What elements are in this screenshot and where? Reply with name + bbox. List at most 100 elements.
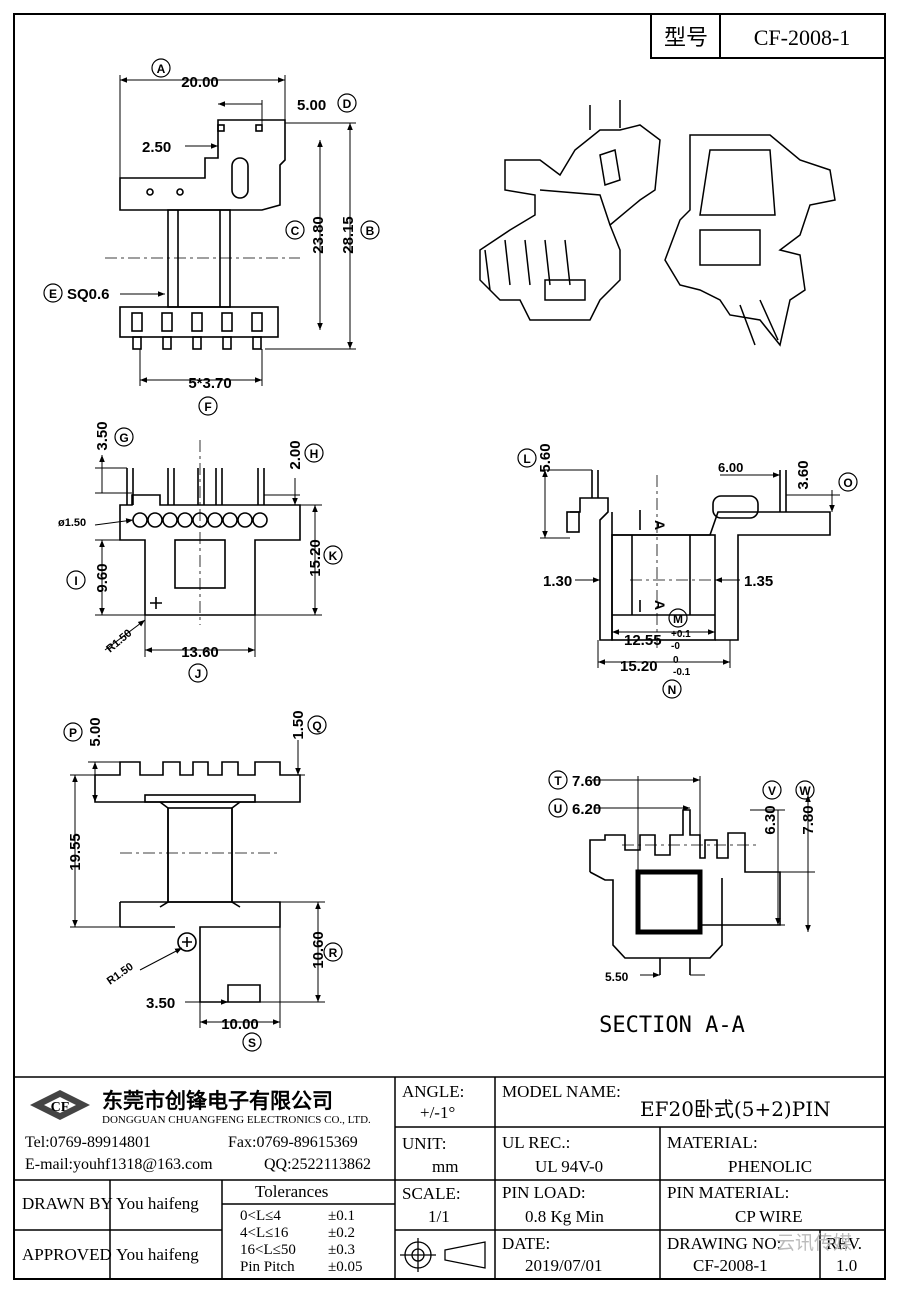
side-view: [119, 440, 301, 625]
rev-label: REV.: [826, 1234, 863, 1253]
pin-load-value: 0.8 Kg Min: [525, 1207, 604, 1226]
sheet-border: [13, 13, 886, 1280]
dim-R-letter: R: [329, 946, 338, 960]
tolerance-row: Pin Pitch±0.05: [240, 1259, 362, 1276]
scale-value: 1/1: [428, 1207, 450, 1226]
dim-19-55: 19.55: [67, 833, 84, 871]
dim-U-letter: U: [554, 802, 563, 816]
dim-O-value: 3.60: [795, 460, 812, 489]
dim-hole-value: ø1.50: [58, 517, 86, 529]
dim-U-value: 6.20: [572, 801, 601, 818]
tolerance-row: 0<L≤4 ±0.1: [240, 1208, 362, 1225]
section-mark-bottom: A: [652, 600, 668, 610]
dim-C-letter: C: [291, 224, 300, 238]
tolerance-value: ±0.3: [328, 1242, 355, 1258]
dim-T-letter: T: [554, 774, 562, 788]
rev-value: 1.0: [836, 1256, 858, 1275]
projection-symbol: [400, 1238, 486, 1272]
dim-Q-letter: Q: [312, 719, 321, 733]
dim-E-letter: E: [49, 287, 57, 301]
tolerance-value: ±0.1: [328, 1208, 355, 1224]
drawing-no-label: DRAWING NO:: [667, 1234, 782, 1253]
drawn-by-label: DRAWN BY: [22, 1194, 113, 1213]
dim-1-30: 1.30: [543, 573, 572, 590]
dim-L-value: 5.60: [537, 443, 554, 472]
dim-M-value: 12.55: [624, 632, 662, 649]
date-value: 2019/07/01: [525, 1256, 603, 1275]
dim-N-letter: N: [668, 683, 677, 697]
bottom-view-dimensions: [70, 740, 325, 1028]
end-view-labels: L 5.60 6.00 3.60 O A A 1.30 1.35 M 12.55…: [517, 443, 858, 699]
tolerance-range: Pin Pitch: [240, 1259, 295, 1275]
dim-D-value: 5.00: [297, 97, 326, 114]
dim-L-letter: L: [523, 452, 530, 466]
tel: Tel:0769-89914801: [25, 1134, 151, 1151]
dim-G-value: 3.50: [94, 421, 111, 450]
material-value: PHENOLIC: [728, 1157, 813, 1176]
tolerance-list: 0<L≤4±0.1 4<L≤16±0.2 16<L≤50±0.3 Pin Pit…: [240, 1208, 362, 1276]
approved-label: APPROVED: [22, 1245, 112, 1264]
dim-S-value: 10.00: [221, 1016, 259, 1033]
dim-V-letter: V: [768, 784, 776, 798]
dim-J-letter: J: [195, 667, 202, 681]
dim-J-value: 13.60: [181, 644, 219, 661]
side-view-dimensions: [94, 455, 322, 657]
unit-label: UNIT:: [402, 1134, 447, 1153]
dim-P-value: 5.00: [87, 717, 104, 746]
approved-value: You haifeng: [116, 1245, 199, 1264]
dim-G-letter: G: [119, 431, 128, 445]
angle-value: +/-1°: [420, 1103, 456, 1122]
bottom-view-labels: P 5.00 1.50 Q 19.55 10.60 R R1.50 3.50 1…: [63, 710, 343, 1052]
type-label: 型号: [664, 25, 708, 50]
dim-M-letter: M: [673, 612, 683, 626]
dim-K-letter: K: [329, 549, 338, 563]
model-label: MODEL NAME:: [502, 1082, 621, 1101]
tolerance-row: 4<L≤16 ±0.2: [240, 1225, 362, 1242]
qq: QQ:2522113862: [264, 1156, 371, 1173]
dim-C-value: 23.80: [310, 216, 327, 254]
tolerance-range: 4<L≤16: [240, 1225, 289, 1241]
watermark: 云讯传媒: [776, 1232, 853, 1254]
dim-P-letter: P: [69, 726, 77, 740]
drawing-no-value: CF-2008-1: [693, 1256, 768, 1275]
section-view-labels: T 7.60 U 6.20 6.30 V 7.80 W 5.50 SECTION…: [548, 770, 817, 1038]
dim-3-50: 3.50: [146, 995, 175, 1012]
company-cn: 东莞市创锋电子有限公司: [102, 1089, 333, 1113]
logo-text: CF: [51, 1100, 70, 1115]
unit-value: mm: [432, 1157, 459, 1176]
dim-B-value: 28.15: [340, 216, 357, 254]
end-view: [566, 470, 831, 650]
pin-material-label: PIN MATERIAL:: [667, 1183, 790, 1202]
dim-R-value: 10.60: [310, 931, 327, 969]
side-view-labels: 3.50 G 2.00 H ø1.50 I 9.60 15.20 K R1.50…: [58, 421, 343, 683]
dim-5-50: 5.50: [605, 970, 629, 984]
section-title: SECTION A-A: [599, 1013, 745, 1038]
front-view-labels: A 20.00 5.00 D 2.50 C 23.80 28.15 B E SQ…: [43, 58, 380, 416]
isometric-views: [479, 100, 836, 347]
dim-E-value: SQ0.6: [67, 286, 110, 303]
dim-S-letter: S: [248, 1036, 256, 1050]
email: E-mail:youhf1318@163.com: [25, 1156, 213, 1173]
company-en: DONGGUAN CHUANGFENG ELECTRONICS CO., LTD…: [102, 1114, 371, 1126]
angle-label: ANGLE:: [402, 1082, 465, 1101]
pin-material-value: CP WIRE: [735, 1207, 803, 1226]
tolerance-range: 0<L≤4: [240, 1208, 281, 1224]
model-value: EF20卧式(5+2)PIN: [640, 1097, 831, 1121]
dim-R2-value: R1.50: [105, 961, 136, 988]
dim-A-value: 20.00: [181, 74, 219, 91]
header-box: 型号 CF-2008-1: [650, 13, 886, 59]
material-label: MATERIAL:: [667, 1133, 758, 1152]
dim-N-tol-dn: -0.1: [673, 667, 691, 678]
dim-M-tol-up: +0.1: [671, 629, 691, 640]
front-view: [105, 119, 300, 350]
pin-load-label: PIN LOAD:: [502, 1183, 586, 1202]
dim-N-tol-up: 0: [673, 655, 679, 666]
part-number: CF-2008-1: [754, 25, 851, 50]
dim-1-35: 1.35: [744, 573, 773, 590]
dim-2-50: 2.50: [142, 139, 171, 156]
drawn-by-value: You haifeng: [116, 1194, 199, 1213]
tolerance-value: ±0.2: [328, 1225, 355, 1241]
dim-H-value: 2.00: [287, 440, 304, 469]
